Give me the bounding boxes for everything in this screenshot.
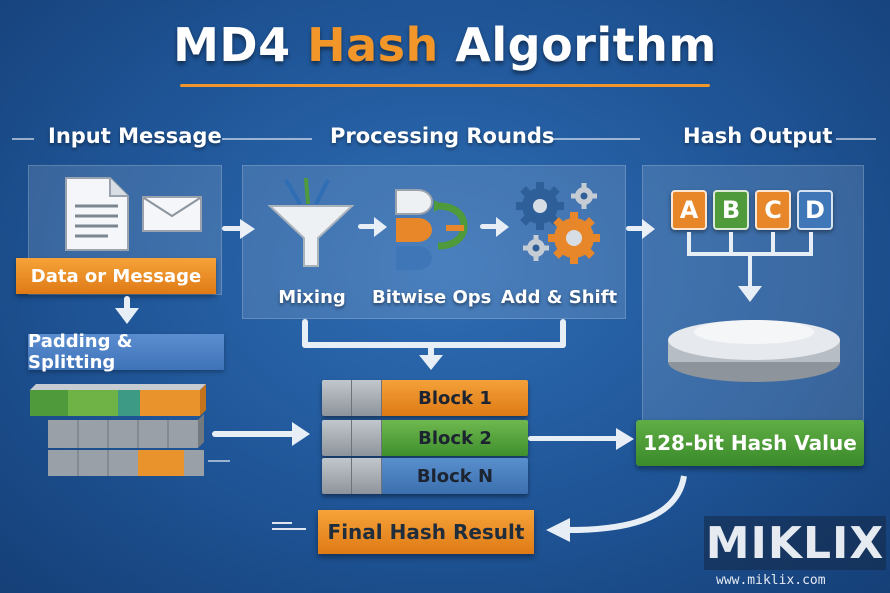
envelope-icon (142, 196, 202, 236)
step-label-add-shift: Add & Shift (500, 287, 618, 308)
hash-disk-icon (664, 310, 844, 390)
arrow-right-icon (292, 422, 312, 450)
header-rule (550, 138, 640, 140)
block-1: Block 1 (322, 380, 528, 416)
diagram-title: MD4 Hash Algorithm (0, 18, 890, 72)
hash-value-badge: 128-bit Hash Value (636, 420, 864, 466)
step-label-bitwise: Bitwise Ops (372, 287, 492, 308)
register-a: A (671, 190, 707, 230)
arrow-shaft (528, 436, 620, 441)
arrow-down-icon (115, 308, 139, 330)
arrow-shaft (428, 345, 434, 357)
title-part-hash: Hash (307, 18, 439, 72)
arrow-right-icon (374, 217, 388, 241)
brand-url: www.miklix.com (716, 573, 826, 588)
connector-line (302, 342, 566, 348)
arrow-right-icon (616, 428, 636, 454)
final-hash-result: Final Hash Result (318, 510, 534, 554)
data-or-message-banner: Data or Message (16, 258, 216, 294)
arrow-shaft (626, 226, 644, 231)
register-merge-lines (680, 232, 820, 308)
document-icon (62, 176, 132, 256)
step-label-mixing: Mixing (278, 287, 346, 308)
arrow-right-icon (642, 219, 656, 243)
block-n-label: Block N (382, 458, 528, 494)
arrow-shaft (124, 296, 130, 312)
register-b: B (713, 190, 749, 230)
arrow-right-icon (240, 219, 256, 243)
arrow-shaft (222, 226, 242, 231)
header-rule (836, 138, 876, 140)
section-processing-heading: Processing Rounds (330, 124, 555, 148)
block-2-label: Block 2 (382, 420, 528, 456)
block-1-label: Block 1 (382, 380, 528, 416)
connector-line (560, 319, 566, 347)
title-underline (180, 84, 710, 87)
decor-rule (208, 460, 230, 462)
arrow-shaft (480, 224, 498, 229)
connector-line (302, 319, 308, 347)
section-input-heading: Input Message (48, 124, 222, 148)
title-part-algorithm: Algorithm (438, 18, 717, 72)
header-rule (12, 138, 34, 140)
padded-block-stack (28, 380, 213, 484)
logic-gates-icon (390, 184, 476, 274)
funnel-icon (266, 177, 356, 276)
curved-return-arrow (540, 470, 700, 554)
section-output-heading: Hash Output (683, 124, 833, 148)
tiny-caption (272, 522, 312, 530)
arrow-down-icon (419, 355, 443, 375)
register-c: C (755, 190, 791, 230)
brand-logo: MIKLIX (704, 516, 886, 570)
register-d: D (797, 190, 833, 230)
block-n: Block N (322, 458, 528, 494)
header-rule (222, 138, 312, 140)
arrow-shaft (212, 431, 296, 437)
arrow-right-icon (496, 217, 510, 241)
padding-splitting-ribbon: Padding & Splitting (28, 331, 224, 373)
block-2: Block 2 (322, 420, 528, 456)
gears-icon (514, 180, 606, 274)
arrow-shaft (358, 224, 376, 229)
title-part-md4: MD4 (173, 18, 308, 72)
